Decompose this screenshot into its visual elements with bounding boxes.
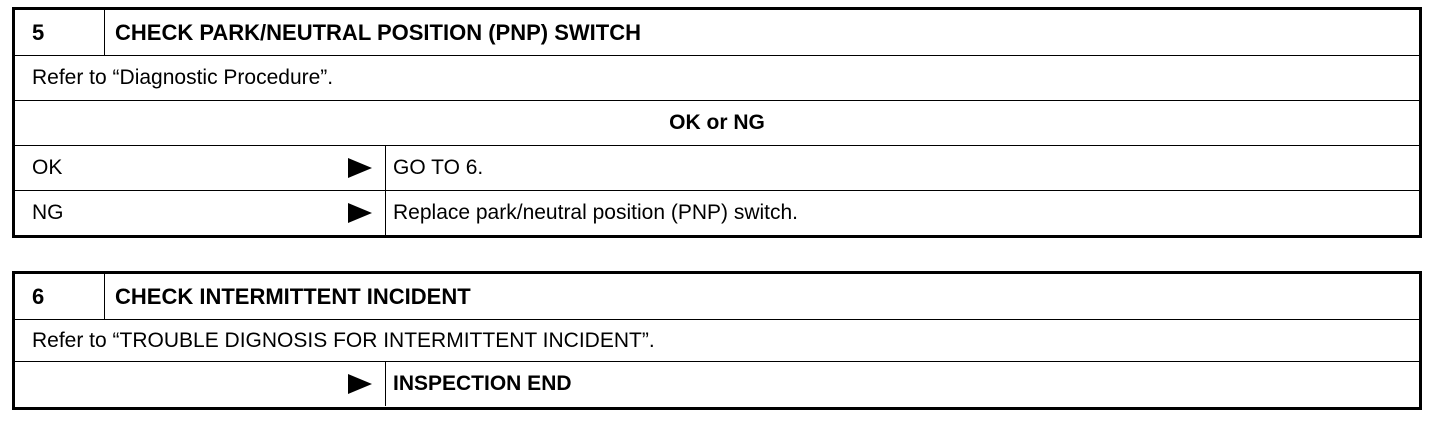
- result-label: NG: [32, 201, 64, 224]
- step-instruction: Refer to “Diagnostic Procedure”.: [15, 56, 1419, 101]
- step-6-header: 6 CHECK INTERMITTENT INCIDENT: [15, 274, 1419, 320]
- result-action: Replace park/neutral position (PNP) swit…: [385, 191, 1419, 235]
- step-6-table: 6 CHECK INTERMITTENT INCIDENT Refer to “…: [12, 271, 1422, 410]
- result-label: [15, 362, 335, 406]
- result-label: OK: [32, 156, 63, 179]
- right-triangle-arrow-icon: [335, 146, 385, 190]
- step-title: CHECK INTERMITTENT INCIDENT: [115, 283, 471, 309]
- result-action: GO TO 6.: [385, 146, 1419, 190]
- step-number: 6: [15, 274, 105, 319]
- step-title: CHECK PARK/NEUTRAL POSITION (PNP) SWITCH: [115, 19, 641, 45]
- right-triangle-arrow-icon: [335, 191, 385, 235]
- result-row-end: INSPECTION END: [15, 362, 1419, 406]
- result-row-ok: OK GO TO 6.: [15, 146, 1419, 191]
- step-5-table: 5 CHECK PARK/NEUTRAL POSITION (PNP) SWIT…: [12, 7, 1422, 238]
- step-instruction: Refer to “TROUBLE DIGNOSIS FOR INTERMITT…: [15, 320, 1419, 362]
- right-triangle-arrow-icon: [335, 362, 385, 406]
- step-5-header: 5 CHECK PARK/NEUTRAL POSITION (PNP) SWIT…: [15, 10, 1419, 56]
- result-heading: OK or NG: [15, 101, 1419, 146]
- result-row-ng: NG Replace park/neutral position (PNP) s…: [15, 191, 1419, 235]
- result-action: INSPECTION END: [385, 362, 1419, 406]
- step-number: 5: [15, 10, 105, 55]
